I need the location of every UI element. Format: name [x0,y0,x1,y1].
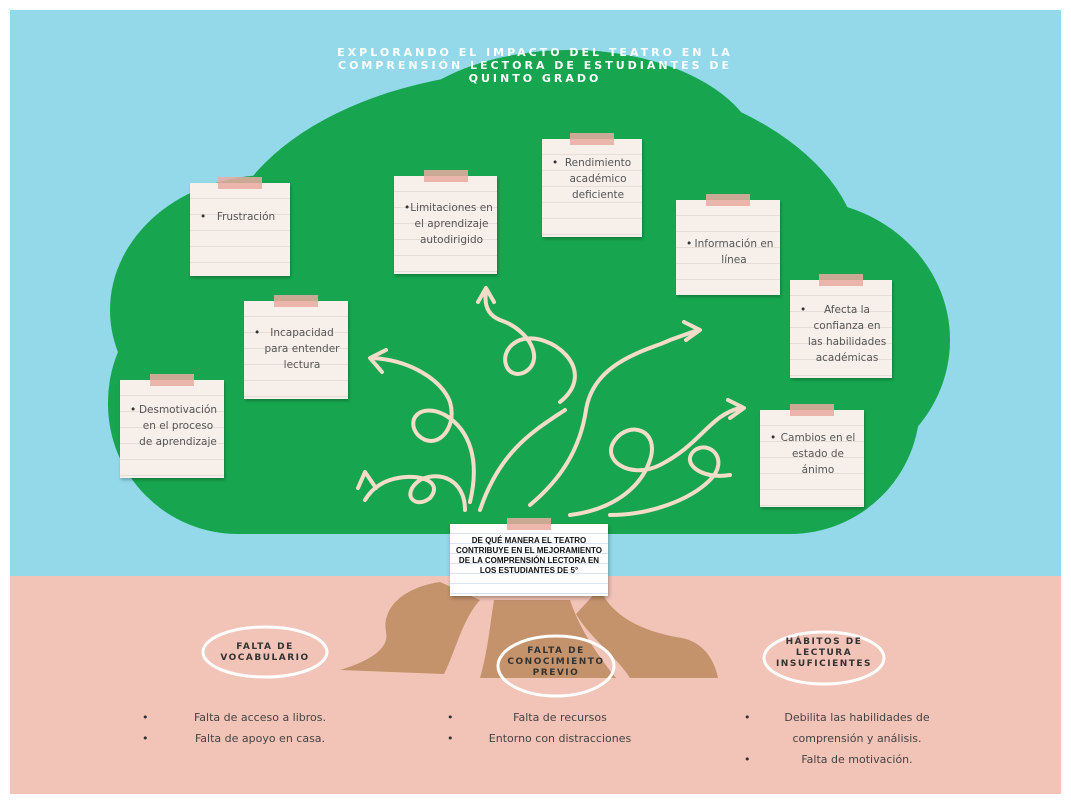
consequence-text: Limitaciones en el aprendizaje autodirig… [394,200,497,248]
central-question: DE QUÉ MANERA EL TEATRO CONTRIBUYE EN EL… [456,536,602,575]
consequence-text: Desmotivación en el proceso de aprendiza… [120,402,224,450]
consequence-note: Incapacidad para entender lectura [244,295,348,399]
infographic-title: EXPLORANDO EL IMPACTO DEL TEATRO EN LA C… [337,46,733,85]
cause-label: FALTA DE CONOCIMIENTO PREVIO [507,646,605,678]
cause-item: Debilita las habilidades de comprensión … [744,707,932,749]
consequence-note: Información en línea [676,194,780,295]
cause-label: FALTA DE VOCABULARIO [220,642,310,663]
consequence-note: Afecta la confianza en las habilidades a… [790,274,892,378]
tape-strip [274,295,318,307]
consequence-note: Cambios en el estado de ánimo [760,404,864,507]
cause-list: Falta de recursos Entorno con distraccio… [447,707,635,749]
tape-strip [218,177,262,189]
consequence-text: Rendimiento académico deficiente [542,155,642,203]
consequence-note: Limitaciones en el aprendizaje autodirig… [394,170,497,274]
consequence-note: Rendimiento académico deficiente [542,133,642,237]
consequence-text: Frustración [190,209,290,225]
tree-illustration [108,50,950,698]
central-question-card: DE QUÉ MANERA EL TEATRO CONTRIBUYE EN EL… [450,518,608,596]
consequence-text: Información en línea [676,236,780,268]
consequence-note: Desmotivación en el proceso de aprendiza… [120,374,224,478]
tape-strip [819,274,863,286]
tape-strip [570,133,614,145]
tape-strip [507,518,551,530]
tape-strip [150,374,194,386]
cause-item: Falta de acceso a libros. [142,707,340,728]
consequence-text: Incapacidad para entender lectura [244,325,348,373]
cause-item: Falta de apoyo en casa. [142,728,340,749]
consequence-note: Frustración [190,177,290,276]
cause-item: Entorno con distracciones [447,728,635,749]
consequence-text: Afecta la confianza en las habilidades a… [790,302,892,366]
tape-strip [790,404,834,416]
curly-arrows [356,286,746,517]
consequence-text: Cambios en el estado de ánimo [760,430,864,478]
cause-list: Falta de acceso a libros. Falta de apoyo… [142,707,340,749]
tape-strip [706,194,750,206]
cause-item: Falta de recursos [447,707,635,728]
infographic-canvas: EXPLORANDO EL IMPACTO DEL TEATRO EN LA C… [10,10,1061,794]
cause-circles [201,625,886,698]
cause-item: Falta de motivación. [744,749,932,770]
cause-label: HÁBITOS DE LECTURA INSUFICIENTES [775,637,873,669]
cause-list: Debilita las habilidades de comprensión … [744,707,932,770]
tape-strip [423,170,468,182]
